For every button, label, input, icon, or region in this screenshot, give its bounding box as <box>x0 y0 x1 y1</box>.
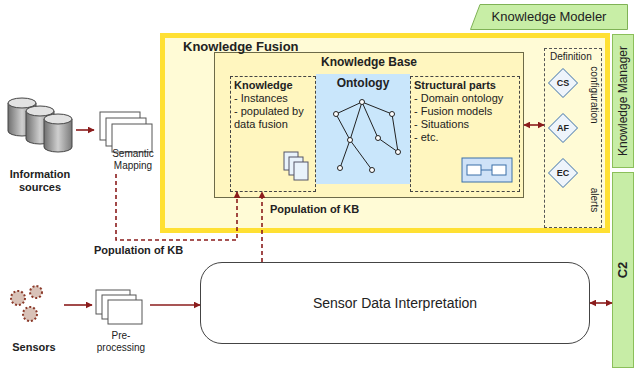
node-text: - Instances <box>234 92 312 105</box>
connector-label: Population of KB <box>92 244 185 256</box>
node-title: Structural parts <box>414 79 516 92</box>
connector-arrow <box>590 302 612 304</box>
connector-arrow <box>64 304 92 306</box>
source-icon: Information sources <box>4 92 76 196</box>
tab-shape <box>471 5 628 30</box>
node-title: Pre-processing <box>94 330 148 354</box>
node-title: Sensor Data Interpretation <box>203 295 587 312</box>
knowledge-base-box: Knowledge BaseKnowledge- Instances- popu… <box>214 52 524 198</box>
node-title: Definition <box>550 51 601 63</box>
side-band: Knowledge Manager <box>612 34 634 168</box>
document-stack <box>96 290 142 324</box>
ontology-box: Ontology <box>316 74 410 184</box>
node-text: - etc. <box>414 131 516 144</box>
node-text: - populated by data fusion <box>234 105 312 131</box>
node-title: Knowledge Manager <box>616 46 630 156</box>
document-stack <box>100 112 152 152</box>
node-title: AF <box>550 123 576 134</box>
fusion-region: Knowledge FusionKnowledge BaseKnowledge-… <box>160 33 610 233</box>
sensor-gears <box>11 286 42 321</box>
node-title: Semantic Mapping <box>96 148 170 172</box>
connector-arrow <box>116 174 237 240</box>
node-text: - Fusion models <box>414 105 516 118</box>
process-box: Sensor Data Interpretation <box>200 262 590 344</box>
diamond-shape <box>549 159 578 188</box>
node-title: Knowledge Base <box>215 55 523 69</box>
node-title: Knowledge <box>234 79 312 92</box>
node-text: alerts <box>588 188 600 212</box>
node-text: configuration <box>588 66 600 123</box>
node-title: Sensors <box>6 341 62 354</box>
connector-arrow <box>261 192 263 262</box>
diamond-shape <box>549 69 578 98</box>
node-text: - Situations <box>414 118 516 131</box>
database-cylinders <box>8 98 72 152</box>
sensor-icon: Sensors <box>4 280 64 356</box>
node-title: EC <box>550 168 576 179</box>
node-text: - Domain ontology <box>414 92 516 105</box>
document-icon: Pre-processing <box>92 288 150 356</box>
connector-label: Population of KB <box>268 203 361 215</box>
ontology-graph <box>334 100 401 173</box>
node-title: C2 <box>615 262 630 279</box>
decision-diamond: EC <box>548 158 578 188</box>
node-title: Knowledge Fusion <box>183 39 605 54</box>
node-title: Ontology <box>316 76 410 90</box>
instance-documents <box>284 152 308 180</box>
structure-region: Structural parts- Domain ontology- Fusio… <box>410 76 520 192</box>
diamond-shape <box>549 114 578 143</box>
document-icon: Semantic Mapping <box>94 108 172 174</box>
node-title: Knowledge Modeler <box>472 9 626 24</box>
tab-label: Knowledge Modeler <box>470 4 628 30</box>
definition-region: Definition configuration alerts CS AF EC <box>544 48 602 228</box>
node-title: Information sources <box>6 168 74 194</box>
node-title: CS <box>550 78 576 89</box>
instances-region: Knowledge- Instances- populated by data … <box>230 76 316 192</box>
connector-arrow <box>150 304 200 306</box>
side-band: C2 <box>612 172 634 368</box>
decision-diamond: AF <box>548 113 578 143</box>
connector-arrow <box>524 124 544 126</box>
connector-arrow <box>76 129 94 131</box>
fusion-model-icon <box>462 158 512 182</box>
decision-diamond: CS <box>548 68 578 98</box>
